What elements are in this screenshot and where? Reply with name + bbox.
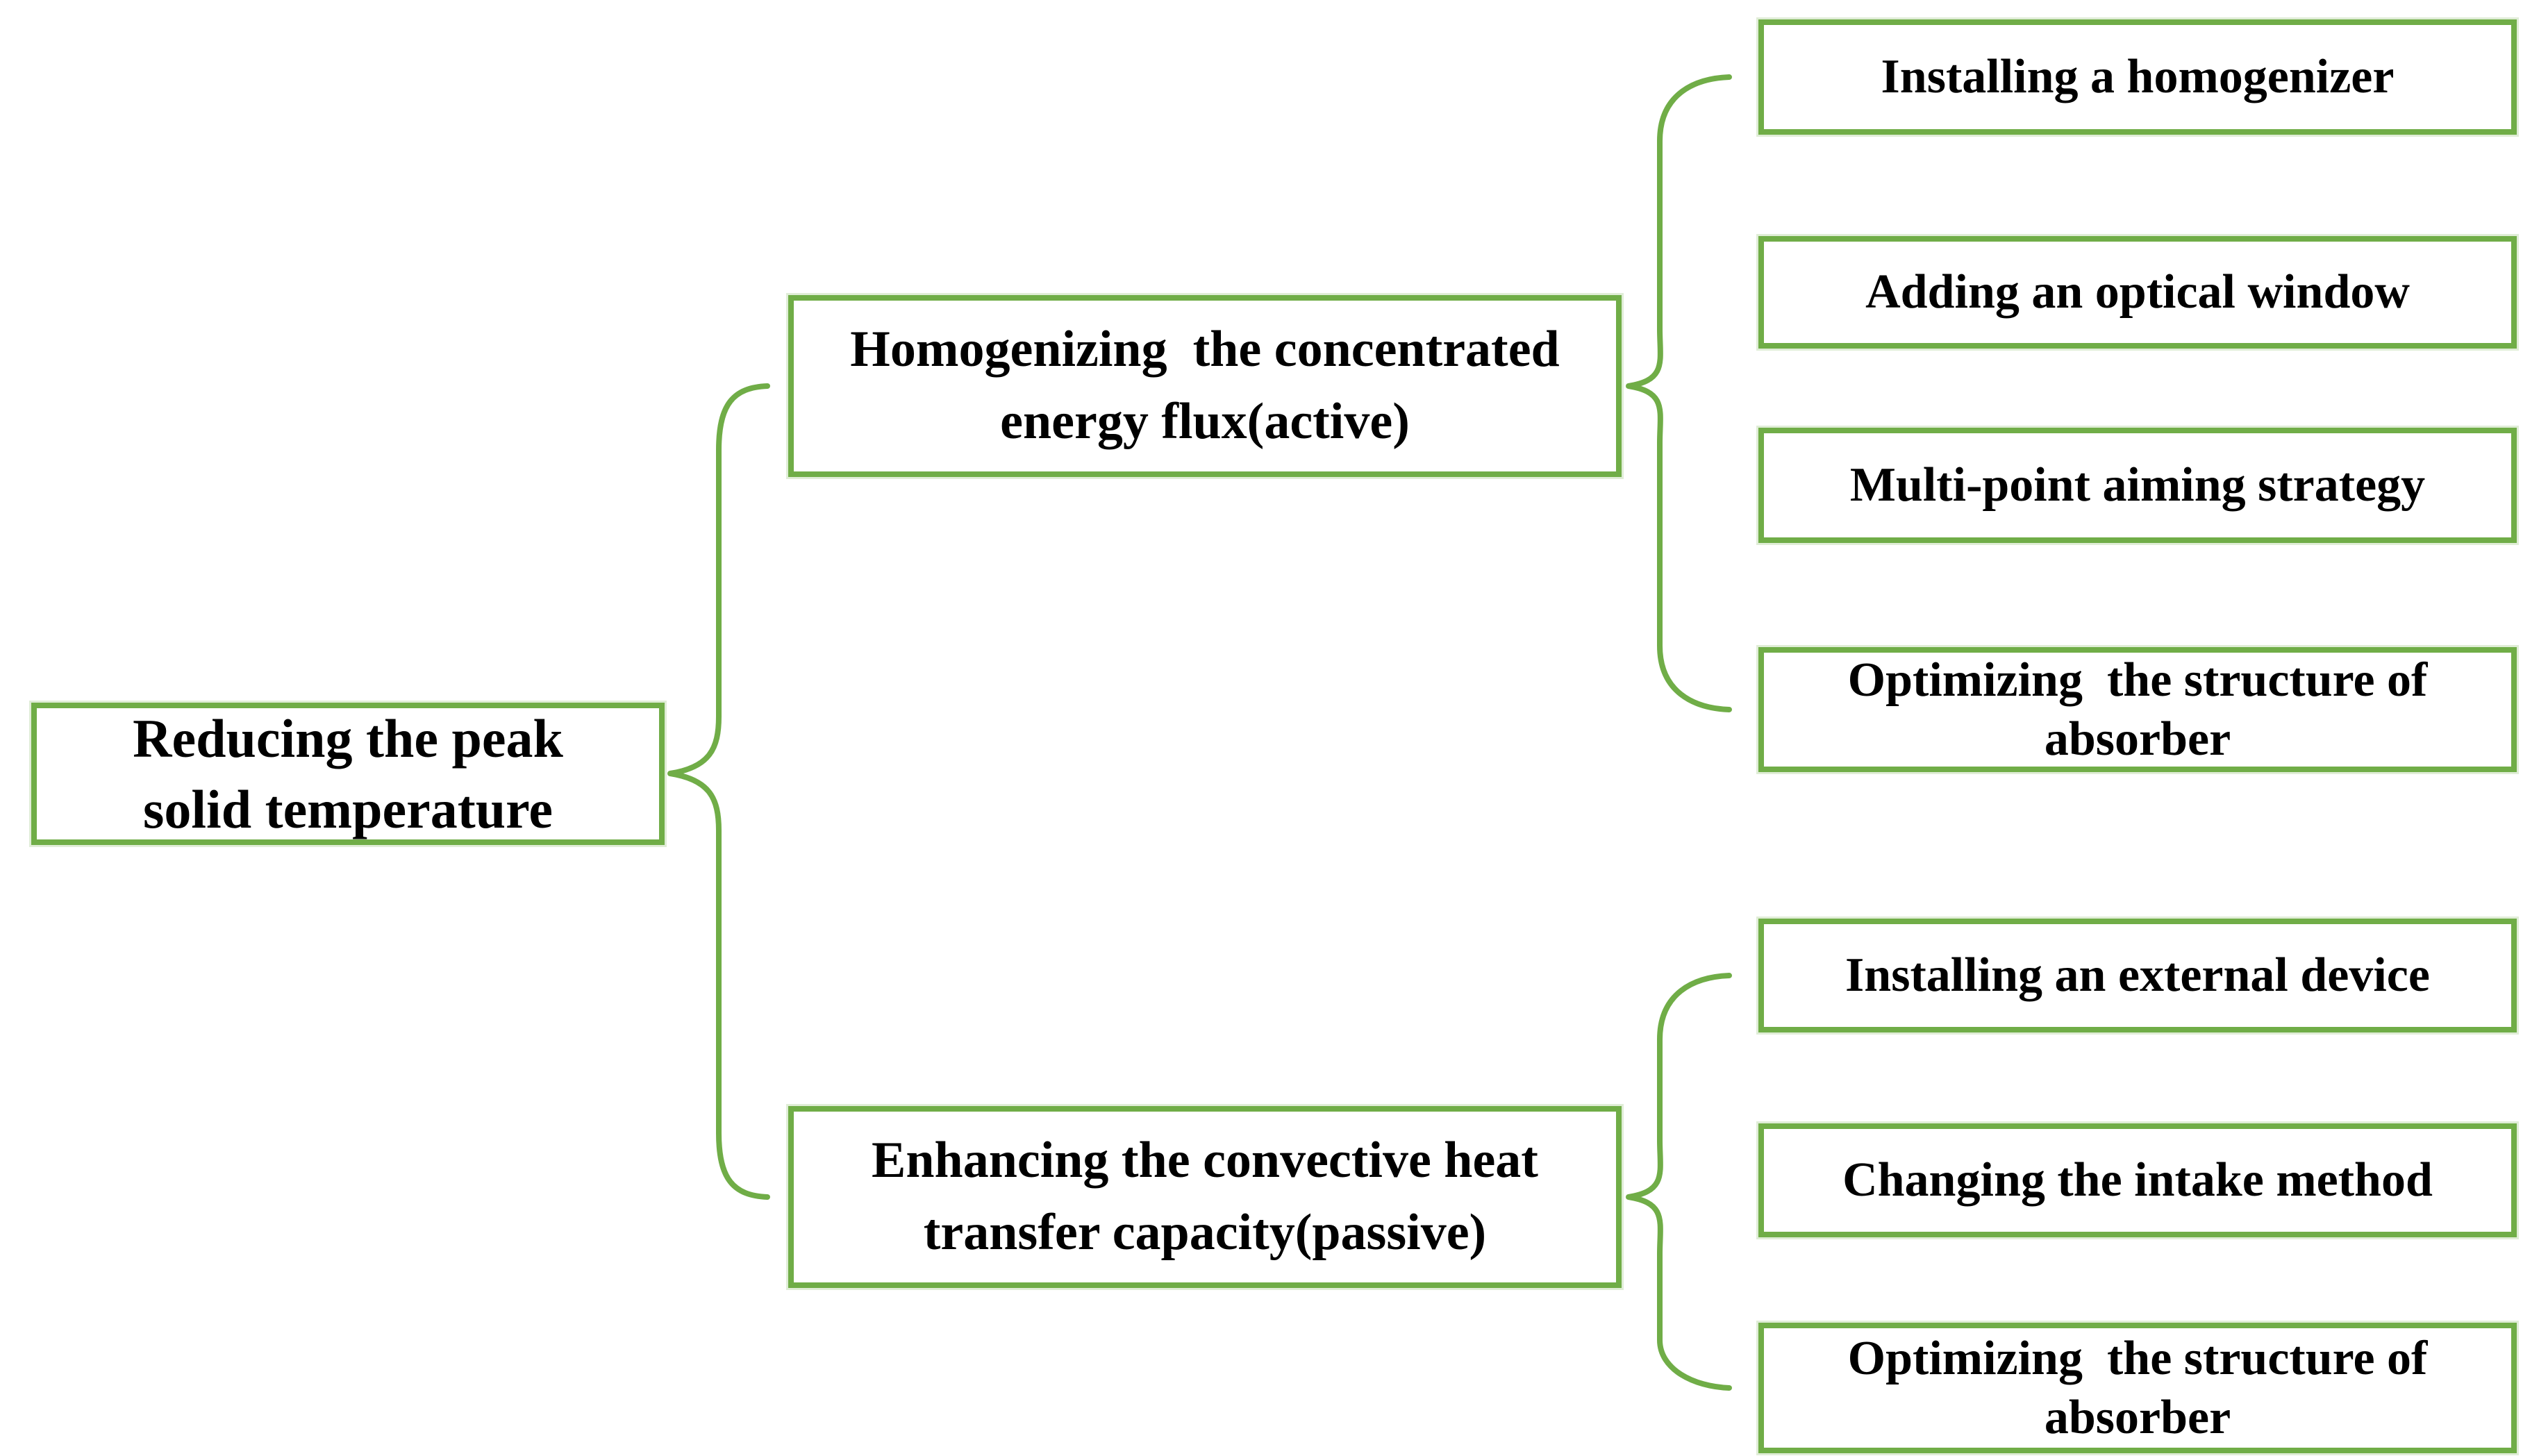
node-optimizing-structure-of-absorber-active: Optimizing the structure of absorber: [1758, 647, 2517, 772]
node-reducing-peak-solid-temperature: Reducing the peak solid temperature: [31, 703, 665, 845]
node-multi-point-aiming-strategy: Multi-point aiming strategy: [1758, 428, 2517, 543]
node-enhancing-convective-heat-passive: Enhancing the convective heat transfer c…: [788, 1106, 1622, 1288]
brace-root-to-branches: [667, 383, 770, 1200]
node-optimizing-structure-of-absorber-passive: Optimizing the structure of absorber: [1758, 1323, 2517, 1453]
node-homogenizing-energy-flux-active: Homogenizing the concentrated energy flu…: [788, 295, 1622, 477]
node-changing-the-intake-method: Changing the intake method: [1758, 1123, 2517, 1237]
brace-branch-active-to-leaves: [1626, 74, 1732, 712]
node-installing-a-homogenizer: Installing a homogenizer: [1758, 19, 2517, 135]
brace-branch-passive-to-leaves: [1626, 973, 1732, 1391]
node-installing-an-external-device: Installing an external device: [1758, 919, 2517, 1032]
node-adding-an-optical-window: Adding an optical window: [1758, 236, 2517, 349]
